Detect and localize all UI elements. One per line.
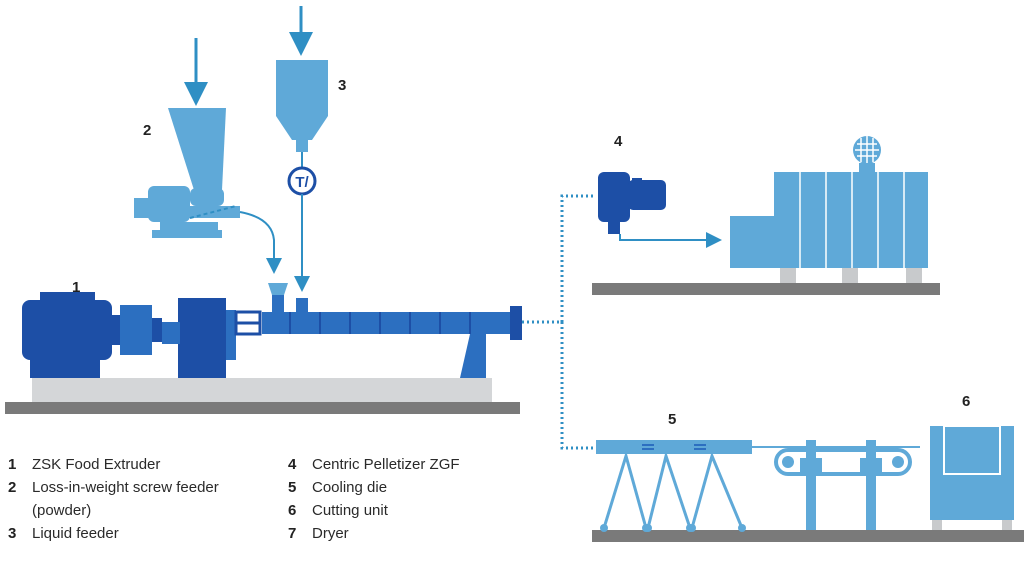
powder-inlet [268, 283, 288, 295]
extruder-base [32, 378, 492, 402]
dryer-inlet [730, 216, 774, 268]
cooling-cutting-group [592, 425, 1024, 542]
pelletizer-motor [628, 180, 666, 210]
cutting-floor [592, 530, 1024, 542]
legend-item: 2 Loss-in-weight screw feeder [8, 476, 278, 499]
legend-right: 4 Centric Pelletizer ZGF 5 Cooling die 6 Cu… [288, 453, 548, 545]
legend-text: Centric Pelletizer ZGF [312, 456, 460, 473]
svg-text:T/: T/ [295, 174, 309, 191]
liquid-inlet [296, 298, 308, 312]
legend-item: 3 Liquid feeder [8, 522, 278, 545]
feeder-hopper [168, 108, 226, 190]
legend-num: 1 [8, 456, 17, 473]
legend-item: 4 Centric Pelletizer ZGF [288, 453, 548, 476]
legend-text: ZSK Food Extruder [32, 456, 161, 473]
die-head [510, 306, 522, 340]
pelletizer-head [598, 172, 630, 222]
legend-num [8, 499, 32, 522]
liquid-feeder-group: T/ [276, 6, 328, 292]
feeder-motor [148, 186, 190, 222]
callout-6: 6 [962, 393, 971, 410]
conveyor-belt [774, 448, 912, 476]
legend-text: Cutting unit [312, 502, 388, 519]
callout-1: 1 [72, 279, 81, 296]
motor [22, 300, 112, 360]
legend-item: 6 Cutting unit [288, 499, 548, 522]
cooling-die-stand [602, 450, 744, 529]
legend-num: 3 [8, 525, 17, 542]
legend-num: 6 [288, 502, 297, 519]
legend-item: 1 ZSK Food Extruder [8, 453, 278, 476]
extruder-barrel [262, 312, 510, 334]
gearbox [178, 298, 226, 378]
callout-2: 2 [143, 122, 152, 139]
pelletizer-dryer-group [592, 136, 940, 295]
powder-line [239, 211, 282, 274]
dryer-floor [592, 283, 940, 295]
screw-feeder-group [134, 38, 282, 274]
legend-text: Cooling die [312, 479, 388, 496]
callout-3: 3 [338, 77, 347, 94]
callout-5: 5 [668, 411, 677, 428]
extruder-floor [5, 402, 520, 414]
legend-left: 1 ZSK Food Extruder 2 Loss-in-weight screw… [8, 453, 278, 545]
callout-4: 4 [614, 133, 623, 150]
legend-text: (powder) [32, 502, 92, 519]
legend-num: 4 [288, 456, 297, 473]
legend-text: Liquid feeder [32, 525, 119, 542]
barrel-support [460, 334, 486, 378]
extruder-group [5, 283, 522, 414]
transfer-lines [522, 194, 596, 450]
legend-text: Dryer [312, 525, 349, 542]
legend-num: 5 [288, 479, 297, 496]
legend-num: 7 [288, 525, 297, 542]
legend-num: 2 [8, 479, 17, 496]
legend-text: Loss-in-weight screw feeder [32, 479, 219, 496]
pellet-line [619, 232, 722, 248]
cooling-die [596, 440, 752, 454]
liquid-tank [276, 60, 328, 116]
dryer-body [774, 172, 928, 268]
legend-item: 7 Dryer [288, 522, 548, 545]
legend-item: (powder) [8, 499, 278, 522]
legend-item: 5 Cooling die [288, 476, 548, 499]
coupling [120, 305, 152, 355]
